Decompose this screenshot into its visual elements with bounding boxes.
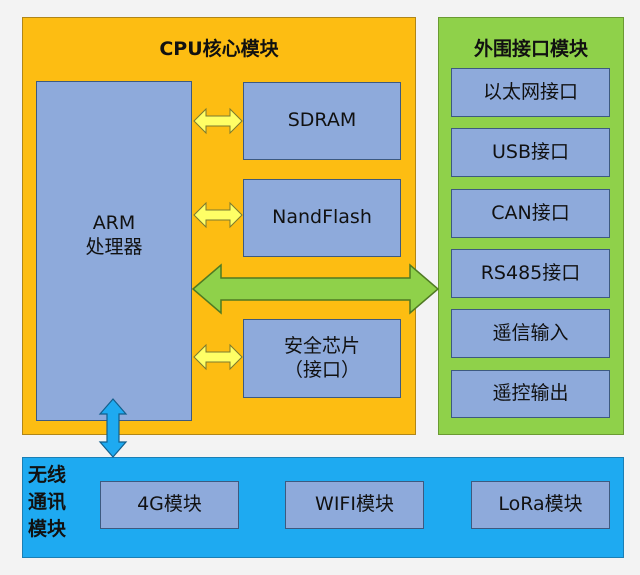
security-chip-label-line1: 安全芯片 xyxy=(283,334,360,357)
can-interface-box: CAN接口 xyxy=(451,189,610,238)
arm-processor-label-line2: 处理器 xyxy=(85,236,143,258)
remote-control-output-box: 遥控输出 xyxy=(451,370,610,418)
ethernet-interface-label: 以太网接口 xyxy=(482,80,578,103)
wireless-module-title: 无线 通讯 模块 xyxy=(28,462,80,543)
arm-processor-box: ARM 处理器 xyxy=(36,81,192,421)
wifi-module-label: WIFI模块 xyxy=(315,493,394,516)
remote-signal-input-label: 遥信输入 xyxy=(492,321,569,344)
wireless-title-line1: 无线 xyxy=(28,464,67,486)
4g-module-box: 4G模块 xyxy=(100,481,239,529)
usb-interface-box: USB接口 xyxy=(451,128,610,177)
rs485-interface-box: RS485接口 xyxy=(451,249,610,298)
4g-module-label: 4G模块 xyxy=(137,493,202,516)
peripheral-module-title: 外围接口模块 xyxy=(473,38,588,60)
rs485-interface-label: RS485接口 xyxy=(480,261,581,284)
cpu-module-title: CPU核心模块 xyxy=(159,38,279,60)
nandflash-box: NandFlash xyxy=(243,179,401,257)
wireless-title-line3: 模块 xyxy=(28,518,67,540)
arm-processor-label-line1: ARM xyxy=(92,212,136,235)
security-chip-box: 安全芯片 （接口） xyxy=(243,319,401,398)
lora-module-box: LoRa模块 xyxy=(471,481,610,529)
wireless-title-line2: 通讯 xyxy=(28,491,67,513)
sdram-box: SDRAM xyxy=(243,82,401,160)
can-interface-label: CAN接口 xyxy=(491,201,570,224)
sdram-label: SDRAM xyxy=(287,109,357,132)
security-chip-label-line2: （接口） xyxy=(283,358,360,381)
remote-signal-input-box: 遥信输入 xyxy=(451,309,610,358)
lora-module-label: LoRa模块 xyxy=(498,493,583,516)
usb-interface-label: USB接口 xyxy=(491,140,569,163)
wifi-module-box: WIFI模块 xyxy=(285,481,424,529)
nandflash-label: NandFlash xyxy=(272,206,372,229)
remote-control-output-label: 遥控输出 xyxy=(492,382,569,405)
ethernet-interface-box: 以太网接口 xyxy=(451,68,610,117)
